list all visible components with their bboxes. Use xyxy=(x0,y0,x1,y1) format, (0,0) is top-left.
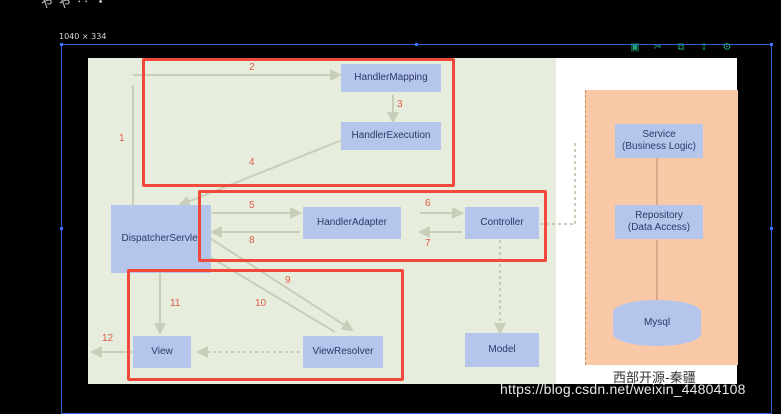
step-9: 9 xyxy=(285,275,291,286)
arrow-9 xyxy=(204,234,354,332)
repository-label: Repository xyxy=(635,209,683,221)
step-8: 8 xyxy=(249,235,255,246)
view-node: View xyxy=(133,336,191,368)
arrow-4 xyxy=(178,139,343,207)
resize-handle-tm[interactable] xyxy=(415,43,418,46)
copy-icon[interactable]: ⧉ xyxy=(676,43,686,53)
settings-icon-glyph: ⚙ xyxy=(722,42,732,53)
step-10: 10 xyxy=(255,298,267,309)
top-fragment-text: ゃ ゃ ‥ ・ xyxy=(40,0,108,10)
view-resolver-node: ViewResolver xyxy=(303,336,383,368)
cut-icon-glyph: ✂ xyxy=(653,42,663,53)
step-2: 2 xyxy=(249,62,255,73)
handler-execution-node: HandlerExecution xyxy=(341,122,441,150)
highlight-handler-mapping-group xyxy=(142,58,455,187)
repository-node: Repository (Data Access) xyxy=(615,205,703,239)
export-icon-glyph: ⇪ xyxy=(699,42,709,53)
export-icon[interactable]: ⇪ xyxy=(699,43,709,53)
controller-node: Controller xyxy=(465,207,539,239)
view-label: View xyxy=(151,345,173,357)
mysql-label: Mysql xyxy=(643,316,671,328)
save-icon-glyph: ▣ xyxy=(630,42,640,53)
step-12: 12 xyxy=(102,333,114,344)
settings-icon[interactable]: ⚙ xyxy=(722,43,732,53)
dimension-label: 1040 × 334 xyxy=(59,32,107,41)
model-label: Model xyxy=(488,343,516,355)
highlight-handler-adapter-group xyxy=(198,190,547,262)
save-icon[interactable]: ▣ xyxy=(630,43,640,53)
service-label: Service xyxy=(642,128,676,140)
model-node: Model xyxy=(465,333,539,367)
dispatcher-servlet-label: DispatcherServlet xyxy=(121,232,201,244)
step-5: 5 xyxy=(249,200,255,211)
highlight-view-group xyxy=(127,269,404,381)
step-11: 11 xyxy=(170,298,181,309)
step-7: 7 xyxy=(425,238,431,249)
view-resolver-label: ViewResolver xyxy=(312,345,374,357)
repository-sublabel: (Data Access) xyxy=(627,222,691,233)
handler-execution-label: HandlerExecution xyxy=(351,129,431,141)
mysql-database-node: Mysql xyxy=(613,300,701,346)
service-sublabel: (Business Logic) xyxy=(622,141,696,152)
resize-handle-ml[interactable] xyxy=(60,227,63,230)
handler-adapter-label: HandlerAdapter xyxy=(316,216,388,228)
service-node: Service (Business Logic) xyxy=(615,124,703,158)
url-overlay: https://blog.csdn.net/weixin_44804108 xyxy=(500,381,746,397)
watermark-text: 西部开源-秦疆 xyxy=(613,371,696,386)
handler-mapping-label: HandlerMapping xyxy=(354,71,428,83)
step-1: 1 xyxy=(119,133,125,144)
copy-icon-glyph: ⧉ xyxy=(677,42,685,53)
step-4: 4 xyxy=(249,157,255,168)
step-3: 3 xyxy=(397,99,403,110)
resize-handle-tr[interactable] xyxy=(770,43,773,46)
dispatcher-servlet-node: DispatcherServlet xyxy=(111,205,211,273)
handler-mapping-node: HandlerMapping xyxy=(341,64,441,92)
resize-handle-tl[interactable] xyxy=(60,43,63,46)
controller-label: Controller xyxy=(480,216,524,228)
resize-handle-mr[interactable] xyxy=(770,227,773,230)
step-6: 6 xyxy=(425,198,431,209)
arrow-10 xyxy=(194,247,336,333)
handler-adapter-node: HandlerAdapter xyxy=(303,207,401,239)
cut-icon[interactable]: ✂ xyxy=(653,43,663,53)
